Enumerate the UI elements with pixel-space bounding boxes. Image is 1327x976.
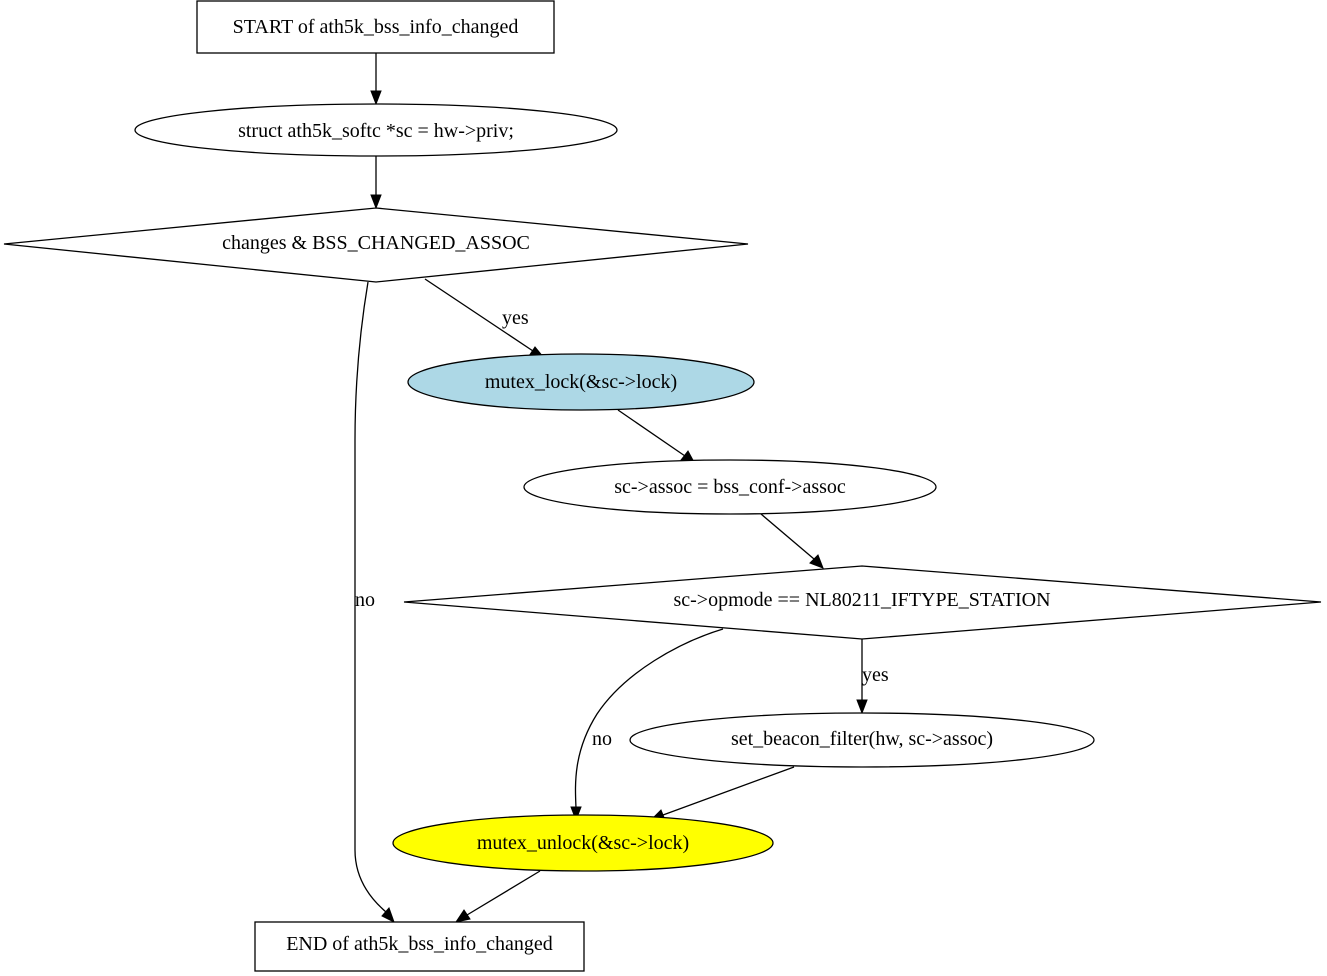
- cond-opmode-node: sc->opmode == NL80211_IFTYPE_STATION: [403, 565, 1322, 640]
- edges: yes no yes no: [354, 53, 889, 924]
- edge-cond-opmode-to-mutex-unlock: no: [570, 628, 724, 822]
- nodes: START of ath5k_bss_info_changed struct a…: [3, 0, 1322, 972]
- assign-assoc-label: sc->assoc = bss_conf->assoc: [614, 476, 846, 498]
- cond-assoc-diamond: [3, 207, 749, 283]
- edge-set-beacon-to-mutex-unlock: [649, 766, 795, 821]
- struct-decl-node: struct ath5k_softc *sc = hw->priv;: [134, 103, 618, 157]
- cond-assoc-label: changes & BSS_CHANGED_ASSOC: [222, 232, 530, 254]
- mutex-unlock-node: mutex_unlock(&sc->lock): [392, 814, 774, 872]
- mutex-lock-ellipse: [407, 353, 755, 411]
- edge-label-yes-opmode: yes: [862, 664, 889, 686]
- end-node-box: [254, 921, 585, 972]
- mutex-lock-node: mutex_lock(&sc->lock): [407, 353, 755, 411]
- edge-cond-opmode-to-set-beacon: yes: [856, 639, 889, 715]
- mutex-lock-label: mutex_lock(&sc->lock): [485, 371, 677, 393]
- assign-assoc-node: sc->assoc = bss_conf->assoc: [523, 459, 937, 515]
- cond-opmode-label: sc->opmode == NL80211_IFTYPE_STATION: [673, 589, 1050, 611]
- mutex-unlock-ellipse: [392, 814, 774, 872]
- mutex-unlock-label: mutex_unlock(&sc->lock): [477, 832, 689, 854]
- set-beacon-node: set_beacon_filter(hw, sc->assoc): [629, 712, 1095, 768]
- assign-assoc-ellipse: [523, 459, 937, 515]
- edge-cond-assoc-to-mutex-lock: yes: [424, 278, 546, 359]
- edge-label-yes-assoc: yes: [502, 307, 529, 329]
- cond-assoc-node: changes & BSS_CHANGED_ASSOC: [3, 207, 749, 283]
- struct-decl-ellipse: [134, 103, 618, 157]
- end-node-label: END of ath5k_bss_info_changed: [286, 933, 553, 955]
- edge-start-to-struct-decl: [370, 53, 382, 106]
- start-node-label: START of ath5k_bss_info_changed: [233, 16, 519, 38]
- end-node: END of ath5k_bss_info_changed: [254, 921, 585, 972]
- edge-assign-assoc-to-cond-opmode: [760, 513, 824, 569]
- edge-label-no-opmode: no: [592, 728, 612, 750]
- edge-mutex-lock-to-assign-assoc: [617, 409, 697, 465]
- struct-decl-label: struct ath5k_softc *sc = hw->priv;: [238, 120, 514, 142]
- edge-mutex-unlock-to-end: [454, 870, 541, 923]
- start-node-box: [196, 0, 555, 54]
- cond-opmode-diamond: [403, 565, 1322, 640]
- set-beacon-ellipse: [629, 712, 1095, 768]
- set-beacon-label: set_beacon_filter(hw, sc->assoc): [731, 728, 993, 750]
- edge-cond-assoc-to-end: no: [354, 281, 395, 924]
- edge-label-no-assoc: no: [355, 589, 375, 611]
- start-node: START of ath5k_bss_info_changed: [196, 0, 555, 54]
- edge-struct-decl-to-cond-assoc: [370, 156, 382, 210]
